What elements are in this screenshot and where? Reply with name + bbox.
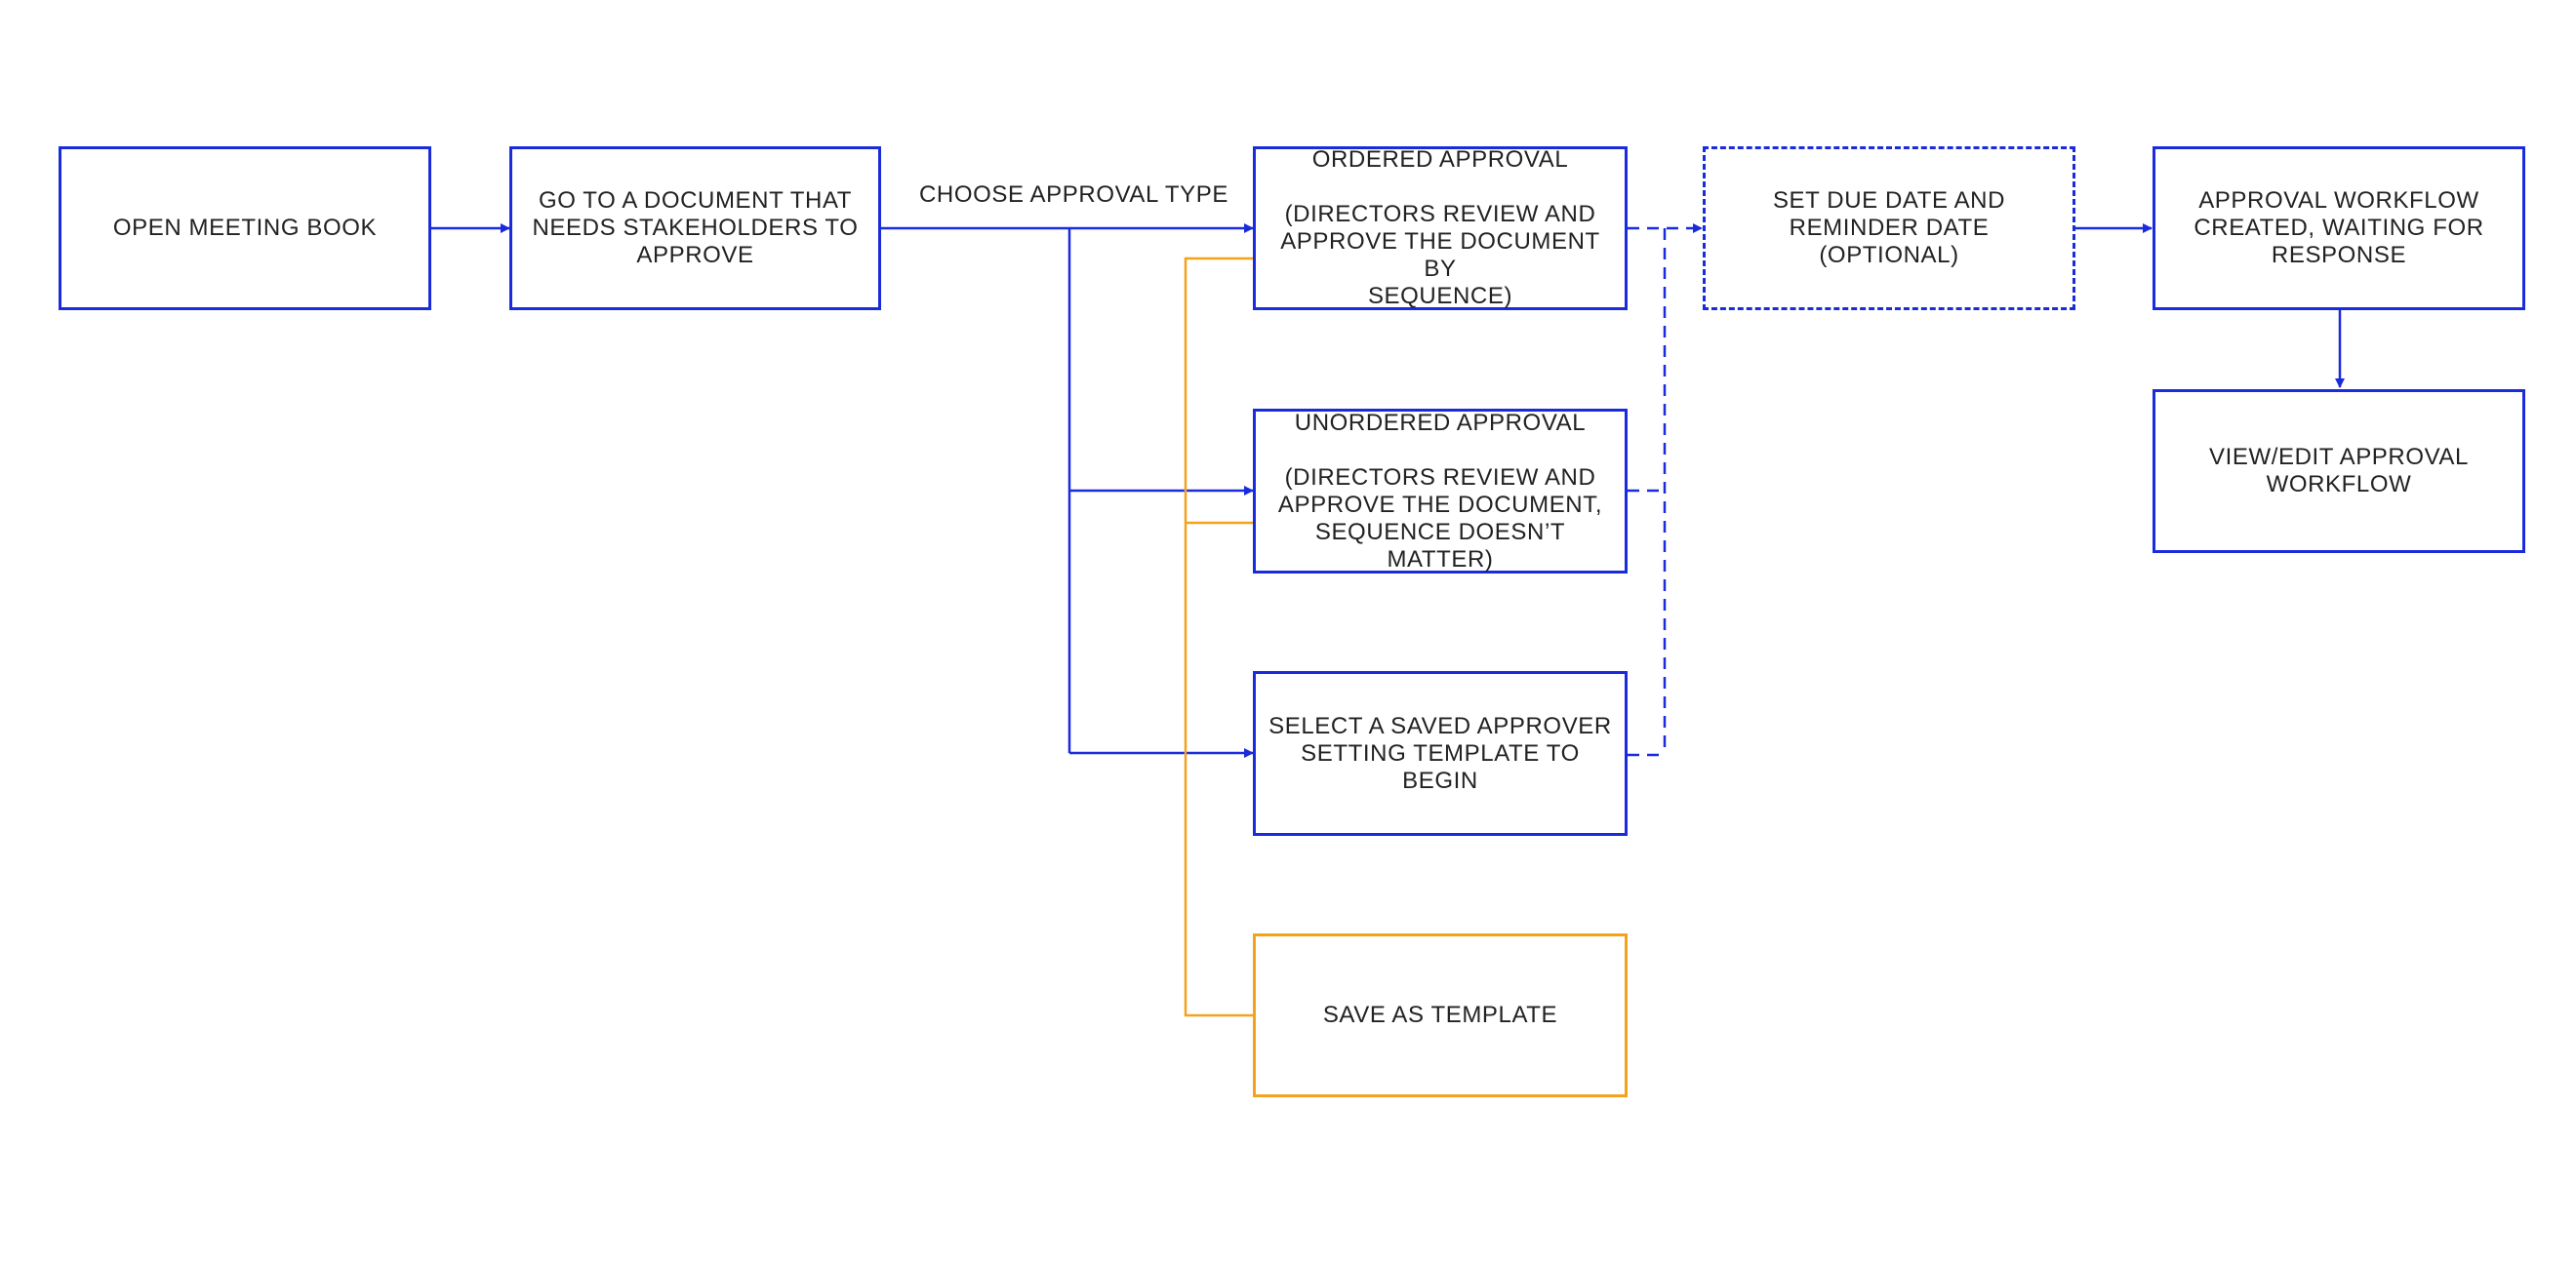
- node-ordered-approval: ORDERED APPROVAL (DIRECTORS REVIEW AND A…: [1253, 146, 1628, 310]
- node-select-saved-template-label: SELECT A SAVED APPROVER SETTING TEMPLATE…: [1268, 712, 1612, 794]
- node-workflow-created-label: APPROVAL WORKFLOW CREATED, WAITING FOR R…: [2194, 187, 2484, 268]
- node-open-meeting-book-label: OPEN MEETING BOOK: [112, 215, 378, 241]
- node-unordered-approval-label: UNORDERED APPROVAL (DIRECTORS REVIEW AND…: [1277, 409, 1603, 573]
- node-open-meeting-book: OPEN MEETING BOOK: [59, 146, 431, 310]
- node-workflow-created: APPROVAL WORKFLOW CREATED, WAITING FOR R…: [2153, 146, 2525, 310]
- node-unordered-approval: UNORDERED APPROVAL (DIRECTORS REVIEW AND…: [1253, 409, 1628, 574]
- edge-save-template-link: [1184, 257, 1256, 1017]
- edge-label-choose-approval-type: CHOOSE APPROVAL TYPE: [919, 181, 1228, 208]
- node-set-due-date: SET DUE DATE AND REMINDER DATE (OPTIONAL…: [1703, 146, 2075, 310]
- node-ordered-approval-label: ORDERED APPROVAL (DIRECTORS REVIEW AND A…: [1280, 146, 1600, 309]
- node-go-to-document-label: GO TO A DOCUMENT THAT NEEDS STAKEHOLDERS…: [532, 187, 859, 268]
- node-set-due-date-label: SET DUE DATE AND REMINDER DATE (OPTIONAL…: [1772, 187, 2006, 268]
- node-save-as-template: SAVE AS TEMPLATE: [1253, 933, 1628, 1097]
- node-save-as-template-label: SAVE AS TEMPLATE: [1322, 1002, 1558, 1028]
- node-go-to-document: GO TO A DOCUMENT THAT NEEDS STAKEHOLDERS…: [509, 146, 881, 310]
- node-view-edit-workflow: VIEW/EDIT APPROVAL WORKFLOW: [2153, 389, 2525, 553]
- node-select-saved-template: SELECT A SAVED APPROVER SETTING TEMPLATE…: [1253, 671, 1628, 836]
- node-view-edit-workflow-label: VIEW/EDIT APPROVAL WORKFLOW: [2209, 444, 2469, 497]
